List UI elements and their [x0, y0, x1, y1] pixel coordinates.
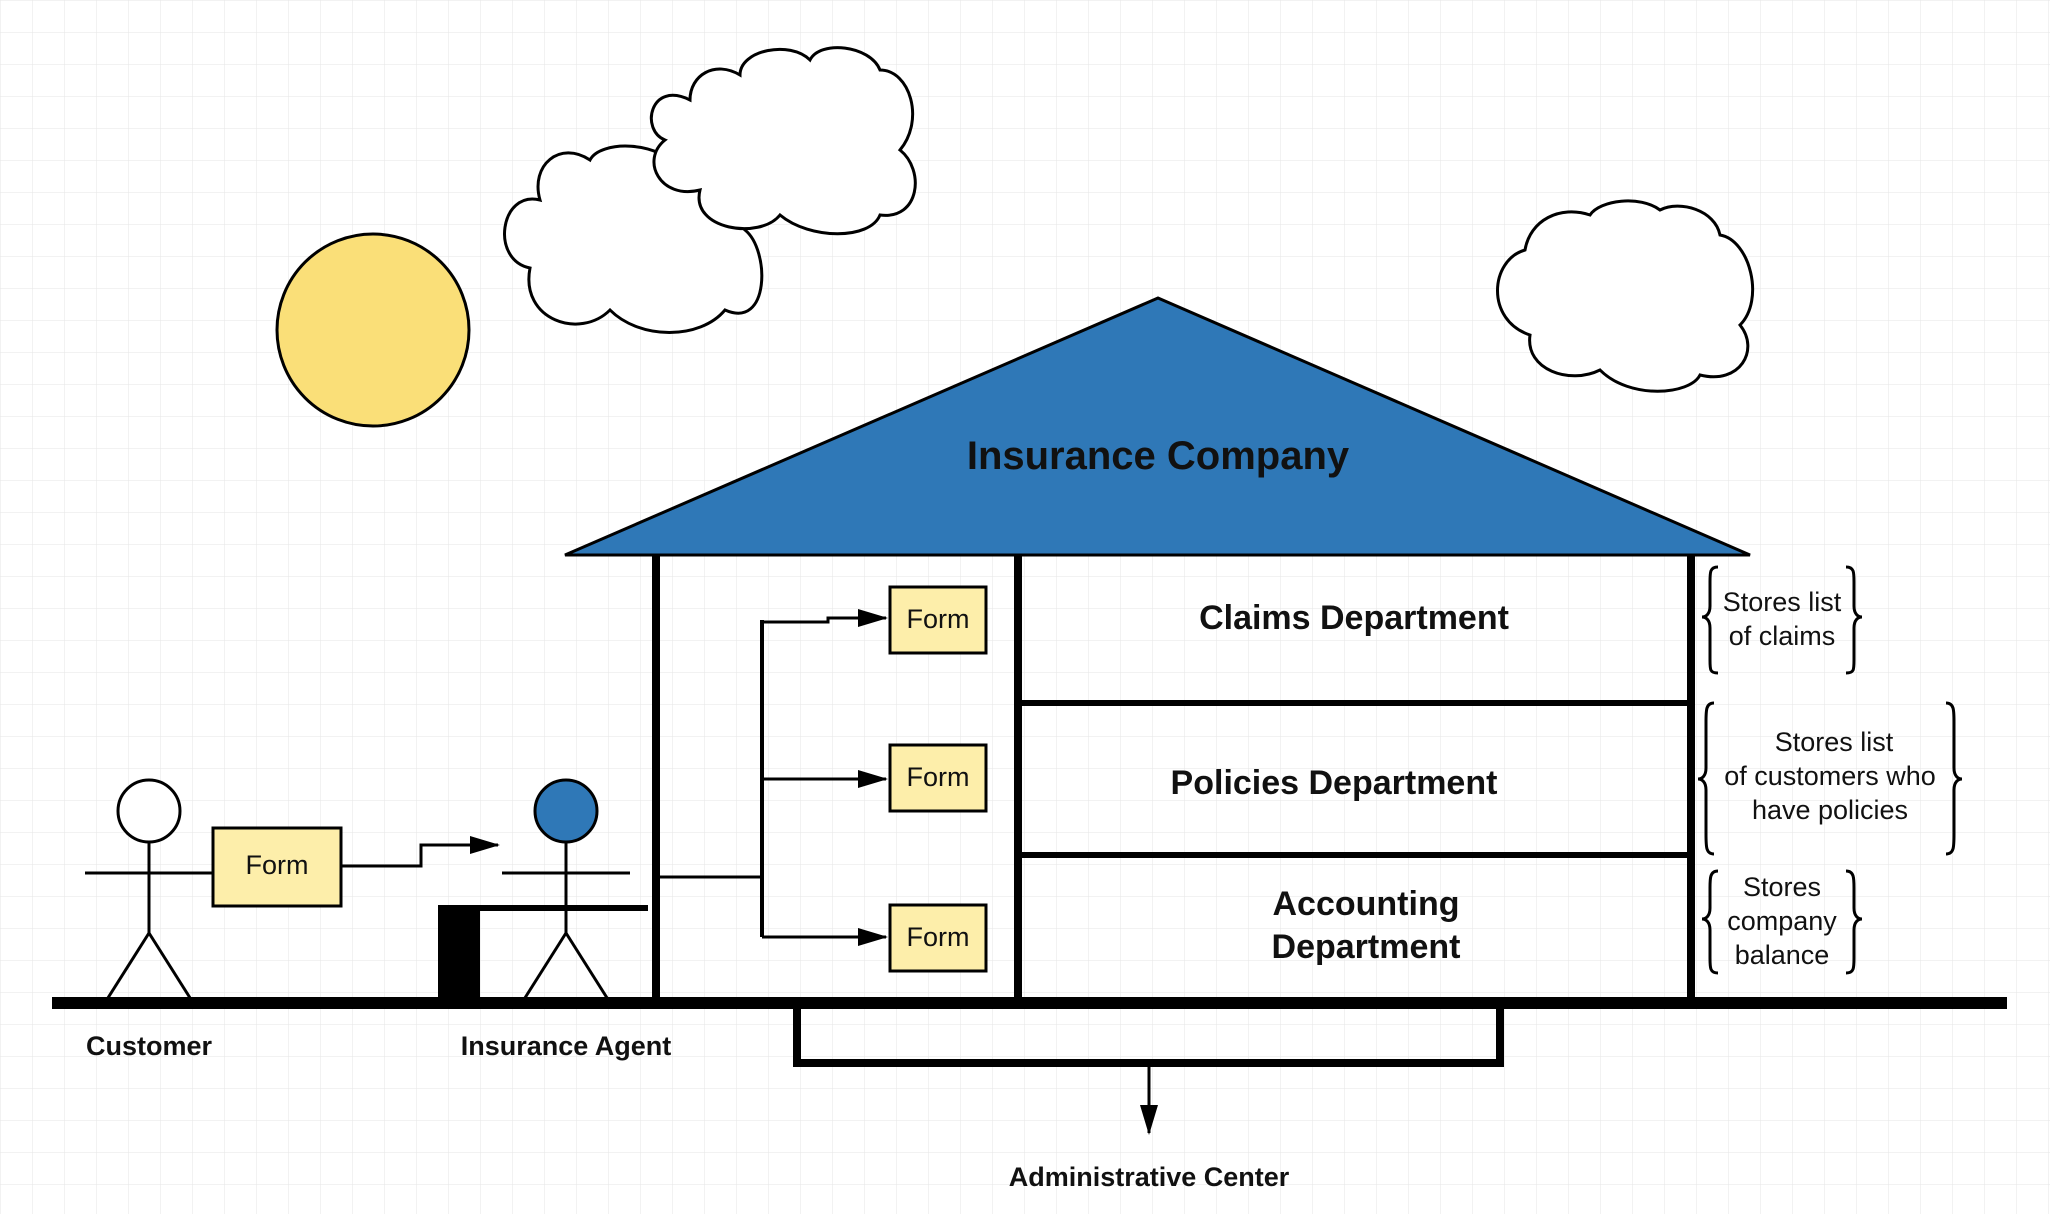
accounting-department-label: Accounting [1273, 885, 1460, 923]
left-brace-icon [1701, 869, 1719, 975]
left-brace-icon [1701, 565, 1719, 675]
accounting-note-line: balance [1735, 940, 1830, 970]
accounting-form-label: Form [907, 922, 970, 952]
claims-note-line: Stores list [1723, 587, 1842, 617]
arrow-to-agent [341, 836, 500, 868]
cloud-icon [1496, 199, 1755, 393]
customer-label: Customer [86, 1031, 213, 1061]
claims-form-label: Form [907, 604, 970, 634]
agent-head [533, 778, 599, 844]
customer-figure [85, 778, 213, 1002]
claims-note-line: of claims [1729, 621, 1836, 651]
policies-form-box [888, 743, 988, 813]
agent-label: Insurance Agent [461, 1031, 672, 1061]
agent-figure [502, 778, 630, 1002]
policies-form-label: Form [907, 762, 970, 792]
policies-note-line: of customers who [1724, 761, 1936, 791]
accounting-note-line: Stores [1743, 872, 1821, 902]
customer-form-box [211, 826, 343, 908]
accounting-department-label: Department [1272, 928, 1461, 966]
policies-note-line: Stores list [1775, 727, 1894, 757]
claims-department-label: Claims Department [1199, 599, 1509, 637]
policies-note: Stores list of customers who have polici… [1697, 701, 1963, 856]
arrow-to-claims-form [762, 609, 888, 627]
right-brace-icon [1845, 869, 1863, 975]
customer-head [116, 778, 182, 844]
roof [564, 296, 1751, 557]
accounting-note: Stores company balance [1701, 869, 1863, 975]
accounting-form-box [888, 903, 988, 973]
claims-form-box [888, 585, 988, 655]
desk-leg [438, 906, 480, 1003]
roof-title: Insurance Company [967, 434, 1350, 478]
customer-form-label: Form [246, 850, 309, 880]
right-brace-icon [1845, 565, 1863, 675]
cloud-icon [649, 46, 917, 236]
cloud-icon [503, 144, 764, 334]
claims-note: Stores list of claims [1701, 565, 1863, 675]
policies-note-line: have policies [1752, 795, 1908, 825]
right-brace-icon [1945, 701, 1963, 856]
sun-icon [275, 232, 471, 428]
basement [793, 1003, 1504, 1067]
accounting-note-line: company [1727, 906, 1837, 936]
left-brace-icon [1697, 701, 1715, 856]
policies-department-label: Policies Department [1171, 764, 1498, 802]
admin-center-label: Administrative Center [1009, 1162, 1290, 1192]
